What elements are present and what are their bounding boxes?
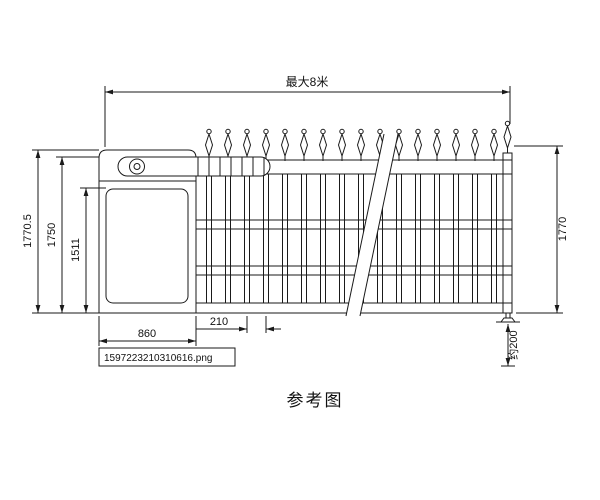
barrier-arm (118, 157, 270, 176)
fence-spear (339, 129, 346, 161)
fence-bar (226, 174, 231, 303)
fence-bar (416, 174, 421, 303)
fence-bar (473, 174, 478, 303)
fence-spear (415, 129, 422, 161)
break-line (346, 134, 398, 316)
dimension-ground-clearance: 约200 (501, 324, 520, 366)
dim-label-right-height: 1770 (557, 217, 569, 241)
fence-bar (454, 174, 459, 303)
dimension-right-height: 1770 (514, 146, 569, 313)
end-post (503, 153, 512, 313)
filename-label: 1597223210310616.png (99, 348, 235, 366)
fence-spear (206, 129, 213, 161)
fence-spear (504, 121, 511, 153)
dim-label-overall-height: 1770.5 (22, 214, 34, 248)
dim-label-picket-spacing: 210 (210, 316, 228, 328)
dimension-overall-height: 1770.5 (22, 150, 99, 313)
arm-beam (118, 157, 270, 176)
dimension-door-height: 1511 (70, 188, 106, 313)
dimension-picket-spacing: 210 (196, 316, 281, 333)
dim-label-ground-clearance: 约200 (507, 330, 520, 359)
fence-bar (397, 174, 402, 303)
fence-spear (301, 129, 308, 161)
dim-label-top-width: 最大8米 (286, 75, 329, 89)
fence-spear (282, 129, 289, 161)
fence-bar (264, 174, 269, 303)
filename-text: 1597223210310616.png (104, 353, 212, 364)
cabinet-door (106, 189, 188, 303)
caption: 参考图 (287, 391, 344, 410)
fence-spear (244, 129, 251, 161)
dimension-cabinet-width: 860 (99, 316, 196, 346)
fence-bars (207, 174, 497, 303)
fence-mid-rail-upper (196, 220, 512, 229)
fence-spear (263, 129, 270, 161)
fence-spear (472, 129, 479, 161)
support-foot (496, 313, 520, 322)
dim-label-door-height: 1511 (70, 238, 82, 262)
fence-bar (302, 174, 307, 303)
fence-bar (492, 174, 497, 303)
fence-spears (206, 121, 512, 161)
dimension-cabinet-height: 1750 (46, 157, 99, 313)
fence-bar (207, 174, 212, 303)
fence-bar (435, 174, 440, 303)
fence-bar (245, 174, 250, 303)
fence-spear (320, 129, 327, 161)
fence-bar (321, 174, 326, 303)
dimension-top-width: 最大8米 (105, 75, 510, 147)
fence-bar (340, 174, 345, 303)
dim-label-cabinet-width: 860 (138, 328, 156, 340)
dim-label-cabinet-height: 1750 (46, 223, 58, 247)
fence-spear (225, 129, 232, 161)
arm-pivot (130, 159, 145, 174)
fence-spear (453, 129, 460, 161)
gate-cabinet (99, 150, 196, 313)
fence-bar (283, 174, 288, 303)
cabinet-body (99, 150, 196, 313)
fence-spear (434, 129, 441, 161)
fence-spear (491, 129, 498, 161)
fence-mid-rail-lower (196, 266, 512, 275)
fence-spear (358, 129, 365, 161)
arm-pivot-hub (134, 164, 140, 170)
